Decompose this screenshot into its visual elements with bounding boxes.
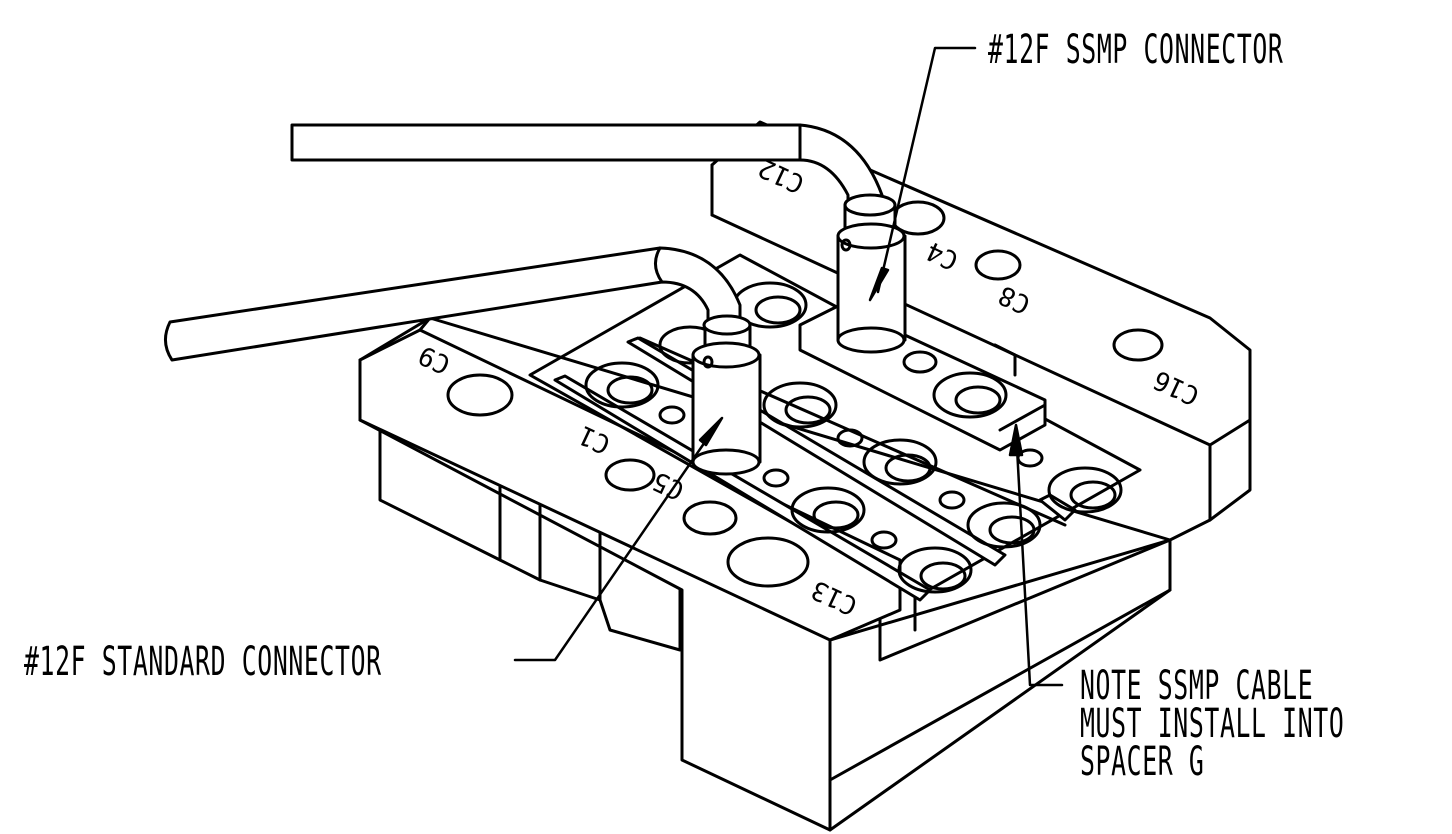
leader-lines <box>513 46 1064 687</box>
leader-standard <box>513 421 720 662</box>
arrow-note <box>1008 423 1024 457</box>
callout-note-line1: NOTE SSMP CABLE <box>1080 663 1314 709</box>
arrow-ssmp <box>868 266 890 302</box>
leader-ssmp <box>876 46 977 294</box>
cavity-holes <box>446 200 1164 594</box>
callout-note-line2: MUST INSTALL INTO <box>1080 701 1345 747</box>
callout-standard-connector: #12F STANDARD CONNECTOR <box>24 639 382 685</box>
ssmp-connector <box>836 193 907 354</box>
callout-ssmp-connector: #12F SSMP CONNECTOR <box>988 27 1284 73</box>
arrow-standard <box>698 416 724 447</box>
leader-note <box>1014 428 1064 687</box>
standard-connector <box>691 314 762 476</box>
callout-note-line3: SPACER G <box>1080 739 1205 785</box>
standard-cable <box>164 246 742 362</box>
